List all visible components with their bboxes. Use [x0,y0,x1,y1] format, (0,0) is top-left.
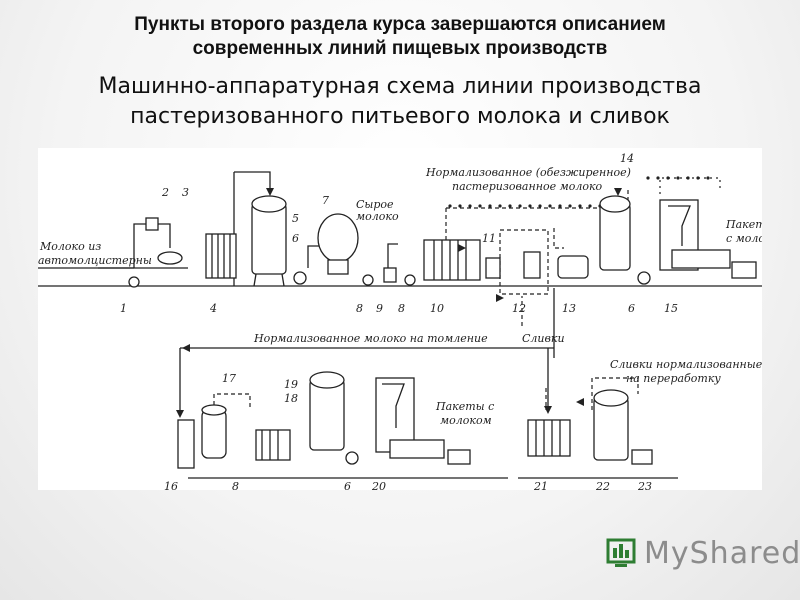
slide-title-line-2: пастеризованного питьевого молока и слив… [130,104,670,129]
num-9: 9 [376,302,383,315]
slide-title-line-1: Машинно-аппаратурная схема линии произво… [98,74,702,99]
num-22: 22 [595,480,610,490]
flow-arrows [176,188,622,418]
num-8a: 8 [356,302,363,315]
num-12: 12 [512,302,526,315]
num-2: 2 [161,186,169,199]
label-normalized-2: пастеризованное молоко [452,180,603,193]
label-packets-milk-2: молоком [440,414,492,427]
label-raw-milk-2: молоко [356,210,399,223]
num-19: 19 [284,378,298,391]
num-21: 21 [533,480,548,490]
num-8c: 8 [232,480,239,490]
num-18: 18 [284,392,298,405]
header-line-2: современных линий пищевых производств [192,38,608,59]
num-4: 4 [209,302,217,315]
logo-text: MyShared [644,536,800,571]
num-1: 1 [120,302,127,315]
num-10: 10 [430,302,444,315]
num-17: 17 [222,372,236,385]
num-7: 7 [322,194,329,207]
num-23: 23 [637,480,652,490]
label-normalized-torment: Нормализованное молоко на томление [253,332,488,345]
num-6a: 6 [292,232,299,245]
num-11: 11 [482,232,496,245]
equipment [128,195,757,469]
label-normalized-1: Нормализованное (обезжиренное) [425,166,631,179]
num-15: 15 [664,302,678,315]
num-14: 14 [620,152,634,165]
num-8b: 8 [398,302,405,315]
label-tanker: автомолцистерны [38,254,152,267]
label-raw-milk-1: Сырое [356,198,394,211]
main-pipeline [38,171,762,479]
num-6b: 6 [628,302,635,315]
label-milk-from: Молоко из [39,240,101,253]
site-logo-icon [606,538,636,567]
num-13: 13 [562,302,576,315]
label-packets-1: Пакет [725,218,762,231]
label-packets-milk-1: Пакеты с [435,400,494,413]
num-5: 5 [292,212,299,225]
num-16: 16 [164,480,178,490]
process-flow-diagram: Молоко из автомолцистерны Сырое молоко Н… [38,148,762,490]
num-20: 20 [371,480,386,490]
header-line-1: Пункты второго раздела курса завершаются… [134,14,666,35]
label-cream-normalized-1: Сливки нормализованные [610,358,762,371]
label-packets-2: с моло [726,232,762,245]
num-3: 3 [182,186,189,199]
label-cream-normalized-2: на переработку [626,372,721,385]
label-cream: Сливки [522,332,565,345]
num-6c: 6 [344,480,351,490]
